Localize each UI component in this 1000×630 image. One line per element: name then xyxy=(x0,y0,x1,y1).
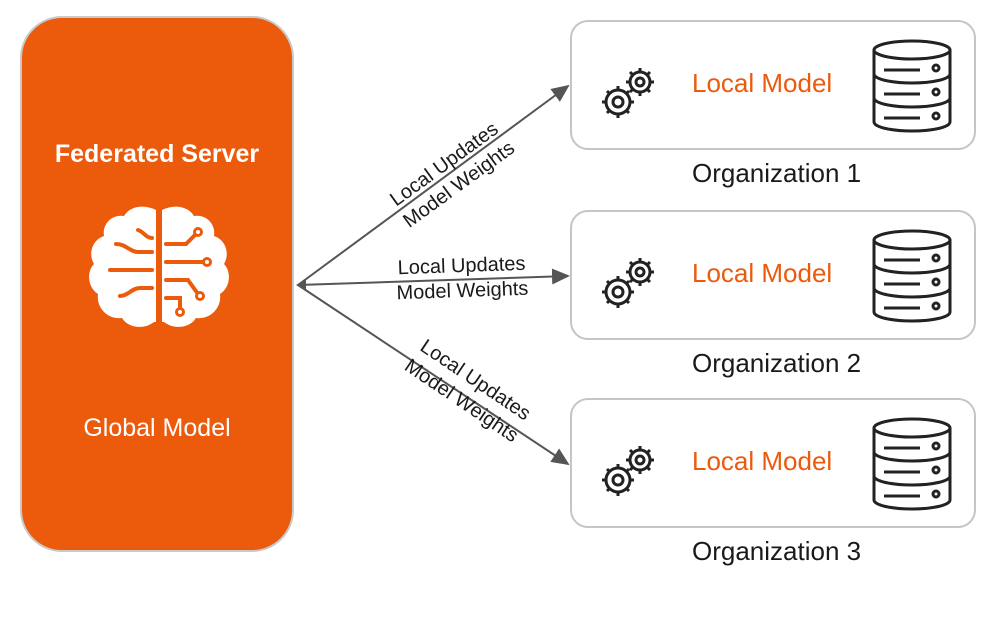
local-model-label: Local Model xyxy=(692,68,833,98)
organization-1-name: Organization 1 xyxy=(692,158,862,188)
server-title: Federated Server xyxy=(54,140,260,168)
database-icon xyxy=(872,417,952,511)
connection-label-2: Local Updates Model Weights xyxy=(361,251,563,308)
local-model-label: Local Model xyxy=(692,258,833,288)
federated-server-panel: Federated Server Global Model xyxy=(20,16,294,552)
gears-icon xyxy=(602,446,654,496)
organization-3-box: Local Model xyxy=(570,398,976,528)
organization-3-name: Organization 3 xyxy=(692,536,862,566)
database-icon xyxy=(872,229,952,323)
database-icon xyxy=(872,39,952,133)
organization-1-box: Local Model xyxy=(570,20,976,150)
gears-icon xyxy=(602,68,654,118)
local-model-label: Local Model xyxy=(692,446,833,476)
global-model-label: Global Model xyxy=(83,414,231,442)
arrow-to-org-1 xyxy=(297,84,570,286)
brain-circuit-icon xyxy=(89,206,229,327)
organization-2-name: Organization 2 xyxy=(692,348,862,378)
arrow-to-org-3 xyxy=(297,284,570,466)
server-arrowhead xyxy=(296,279,306,291)
arrow-to-org-2 xyxy=(297,268,570,286)
organization-2-box: Local Model xyxy=(570,210,976,340)
gears-icon xyxy=(602,258,654,308)
